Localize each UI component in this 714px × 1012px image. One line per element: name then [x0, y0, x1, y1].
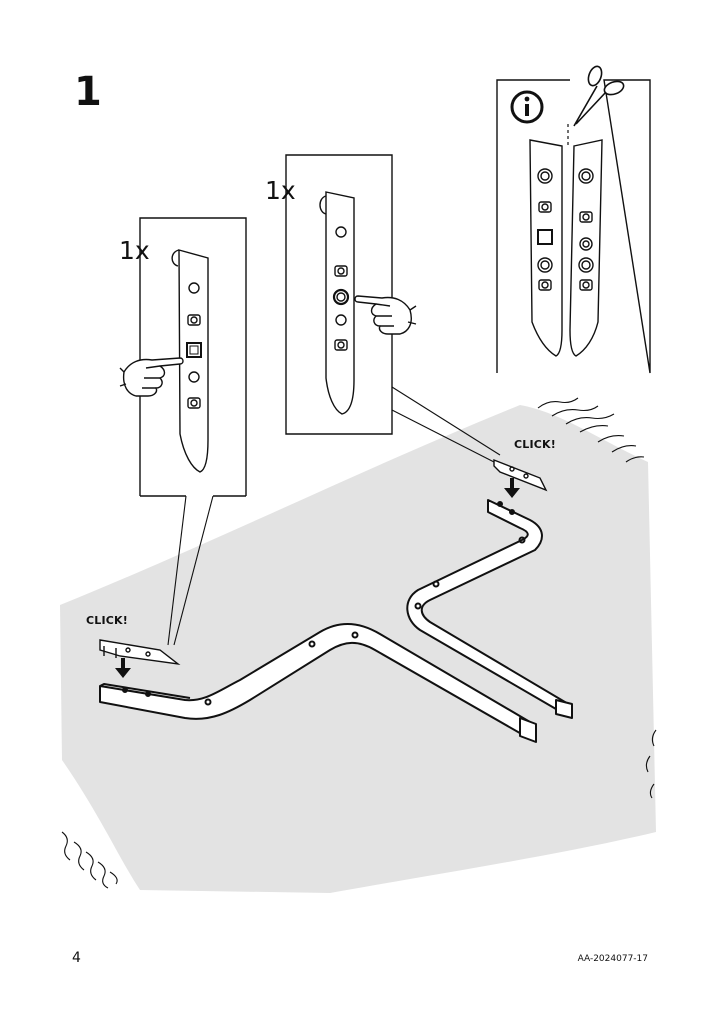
- document-code: AA-2024077-17: [577, 954, 648, 964]
- page-number: 4: [72, 950, 81, 966]
- click-label: CLICK!: [86, 614, 128, 627]
- detail-box-left: [119, 217, 247, 497]
- bracket-profile: [319, 191, 355, 415]
- bracket-profile: [569, 139, 603, 357]
- left-bracket: [99, 639, 181, 666]
- step-number: 1: [74, 69, 102, 115]
- left-leg-frame: [99, 622, 537, 743]
- floor-mat: [60, 397, 657, 893]
- right-leg-frame: [406, 499, 573, 719]
- arrow-down-icon: [504, 478, 520, 498]
- info-box: [496, 65, 651, 374]
- scissors-icon: [573, 65, 625, 127]
- pointing-hand-icon: [354, 295, 417, 335]
- pointing-hand-icon: [119, 357, 184, 397]
- quantity-label: 1x: [119, 236, 150, 265]
- right-bracket: [493, 458, 548, 492]
- bracket-profile: [171, 249, 209, 473]
- detail-box-middle: [285, 154, 417, 435]
- arrow-down-icon: [115, 658, 131, 678]
- quantity-label: 1x: [265, 176, 296, 205]
- bracket-profile: [529, 139, 563, 357]
- click-label: CLICK!: [514, 438, 556, 451]
- info-icon: [510, 90, 544, 124]
